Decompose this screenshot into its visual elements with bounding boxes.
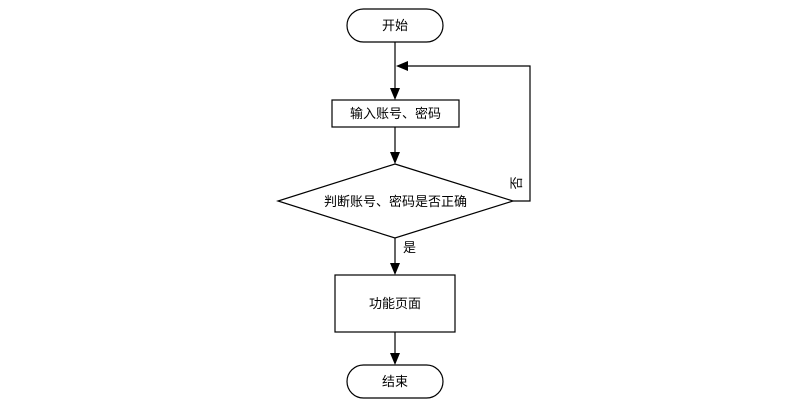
end-label: 结束 [382,375,408,390]
yes-label: 是 [403,241,416,256]
edge-input-to-decision [390,127,400,164]
start-label: 开始 [382,19,408,34]
function-node: 功能页面 [334,274,456,333]
input-label: 输入账号、密码 [350,106,441,122]
edge-decision-no-loop: 否 [396,61,531,202]
decision-node: 判断账号、密码是否正确 [276,163,516,239]
arrow-head-icon [390,263,400,275]
input-node: 输入账号、密码 [331,99,460,128]
decision-label: 判断账号、密码是否正确 [324,194,467,210]
edge-function-to-end [390,332,400,365]
no-label: 否 [510,176,525,189]
arrow-head-icon [396,61,408,71]
end-node: 结束 [346,364,444,399]
function-label: 功能页面 [369,297,421,312]
edge-decision-yes: 是 [390,238,416,275]
arrow-head-icon [390,152,400,164]
arrow-head-icon [390,88,400,100]
edge-start-to-input [390,42,400,100]
arrow-head-icon [390,353,400,365]
start-node: 开始 [346,8,444,43]
